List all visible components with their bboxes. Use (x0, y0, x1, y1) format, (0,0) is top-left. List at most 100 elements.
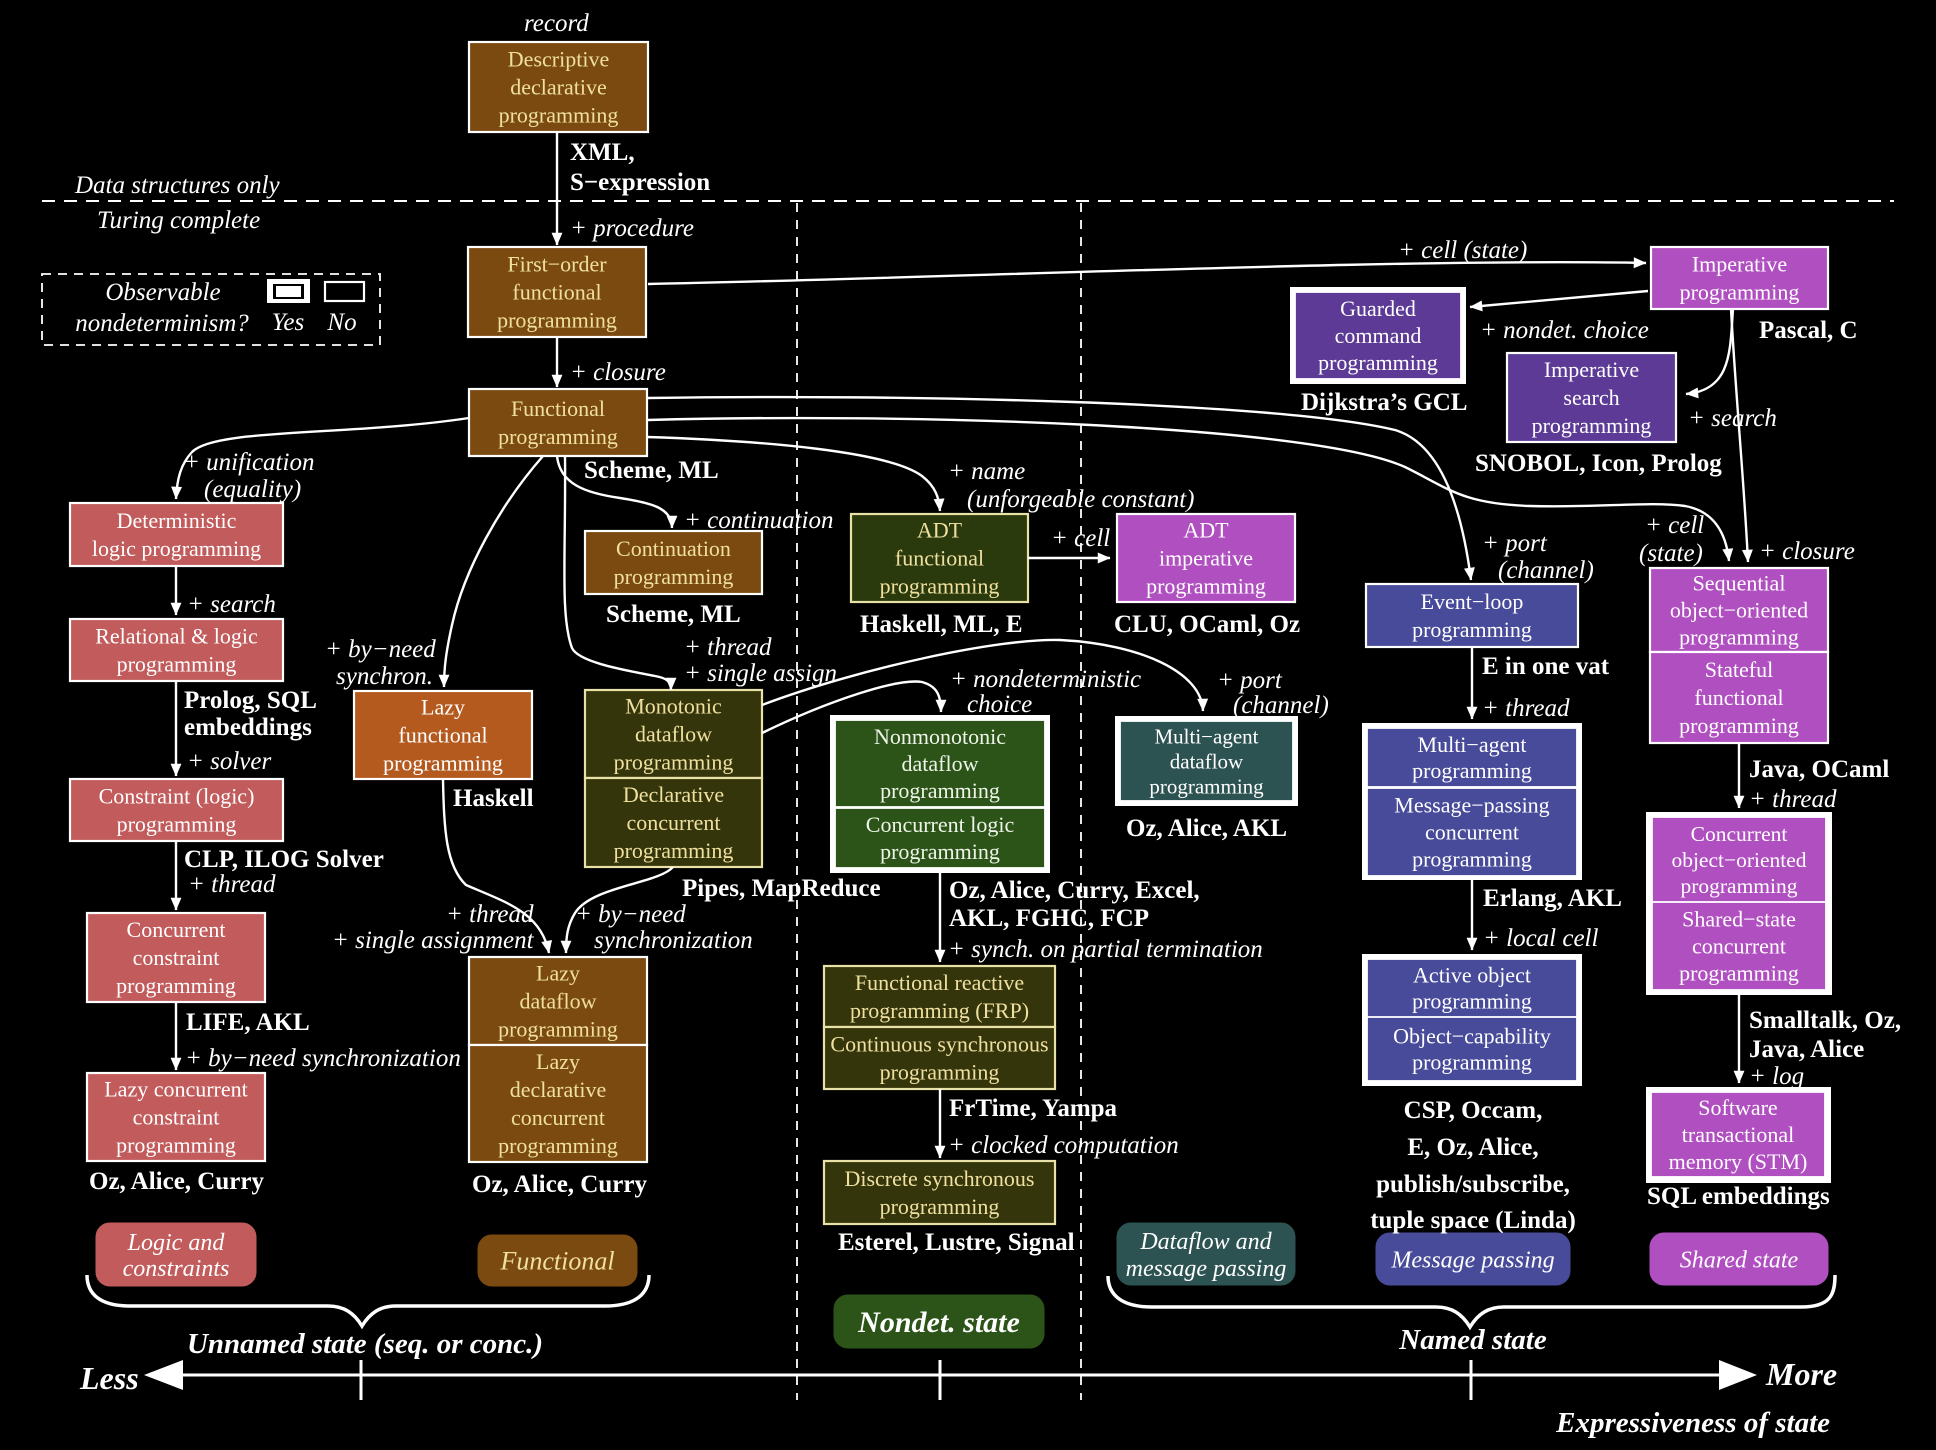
svg-text:+ cell: + cell (1645, 512, 1704, 539)
svg-text:(equality): (equality) (204, 476, 301, 503)
svg-text:No: No (326, 309, 356, 336)
svg-text:+ closure: + closure (570, 359, 666, 386)
svg-text:CLP, ILOG Solver: CLP, ILOG Solver (184, 846, 384, 873)
svg-text:tuple space (Linda): tuple space (Linda) (1370, 1207, 1576, 1234)
svg-text:FrTime, Yampa: FrTime, Yampa (949, 1095, 1118, 1122)
svg-text:(channel): (channel) (1233, 692, 1329, 719)
svg-text:E in one vat: E in one vat (1482, 653, 1610, 680)
svg-text:Turing complete: Turing complete (97, 207, 260, 234)
svg-text:Dijkstra’s GCL: Dijkstra’s GCL (1301, 389, 1467, 416)
svg-text:Java, Alice: Java, Alice (1749, 1036, 1864, 1063)
svg-text:Data structures only: Data structures only (74, 172, 281, 199)
svg-text:embeddings: embeddings (184, 714, 312, 741)
svg-text:SNOBOL, Icon, Prolog: SNOBOL, Icon, Prolog (1475, 450, 1722, 477)
svg-text:Pascal, C: Pascal, C (1759, 317, 1858, 344)
svg-text:Less: Less (79, 1360, 139, 1396)
svg-text:Scheme, ML: Scheme, ML (584, 457, 719, 484)
svg-text:(unforgeable constant): (unforgeable constant) (967, 486, 1195, 513)
svg-text:SQL embeddings: SQL embeddings (1647, 1183, 1830, 1210)
svg-text:+ single assign: + single assign (684, 660, 837, 687)
svg-text:Functional: Functional (499, 1247, 614, 1276)
svg-text:+ by−need: + by−need (575, 901, 686, 928)
svg-text:+ synch. on partial terminatio: + synch. on partial termination (948, 936, 1263, 963)
svg-text:+ by−need synchronization: + by−need synchronization (185, 1045, 461, 1072)
svg-text:+ unification: + unification (183, 449, 314, 476)
svg-text:Nondet. state: Nondet. state (857, 1306, 1020, 1339)
svg-text:+ cell (state): + cell (state) (1398, 237, 1527, 264)
svg-text:Constraint (logic)programming: Constraint (logic)programming (99, 784, 255, 837)
svg-text:Pipes, MapReduce: Pipes, MapReduce (682, 875, 881, 902)
svg-text:Shared state: Shared state (1680, 1247, 1799, 1273)
svg-text:Haskell, ML, E: Haskell, ML, E (860, 611, 1023, 638)
svg-text:XML,: XML, (570, 139, 635, 166)
svg-text:Prolog, SQL: Prolog, SQL (184, 687, 317, 714)
svg-text:Scheme, ML: Scheme, ML (606, 601, 741, 628)
svg-text:+ solver: + solver (187, 748, 271, 775)
svg-text:Yes: Yes (272, 309, 304, 336)
svg-text:S−expression: S−expression (570, 169, 710, 196)
svg-text:+ clocked computation: + clocked computation (948, 1132, 1179, 1159)
svg-text:+ search: + search (1688, 405, 1777, 432)
svg-text:+ local cell: + local cell (1483, 925, 1598, 952)
svg-text:Haskell: Haskell (453, 785, 534, 812)
svg-text:Oz, Alice, Curry, Excel,: Oz, Alice, Curry, Excel, (949, 877, 1200, 904)
svg-text:Esterel, Lustre, Signal: Esterel, Lustre, Signal (838, 1229, 1075, 1256)
svg-text:Expressiveness of state: Expressiveness of state (1555, 1407, 1830, 1439)
svg-text:+ cell: + cell (1051, 525, 1110, 552)
svg-text:CSP, Occam,: CSP, Occam, (1404, 1097, 1543, 1124)
svg-text:synchron.: synchron. (336, 663, 433, 690)
svg-text:choice: choice (967, 691, 1032, 718)
svg-text:Oz, Alice, Curry: Oz, Alice, Curry (89, 1168, 264, 1195)
svg-text:record: record (524, 10, 589, 37)
svg-text:+ name: + name (948, 458, 1025, 485)
svg-text:+ thread: + thread (1482, 695, 1570, 722)
svg-text:LIFE, AKL: LIFE, AKL (186, 1009, 310, 1036)
svg-text:Java, OCaml: Java, OCaml (1749, 756, 1889, 783)
svg-text:synchronization: synchronization (594, 927, 753, 954)
svg-text:+ port: + port (1217, 667, 1283, 694)
svg-text:+ thread: + thread (188, 871, 276, 898)
svg-text:+ port: + port (1482, 530, 1548, 557)
svg-text:+ search: + search (187, 591, 276, 618)
svg-text:E, Oz, Alice,: E, Oz, Alice, (1407, 1134, 1538, 1161)
svg-text:Observable: Observable (105, 279, 220, 306)
svg-text:+ log: + log (1749, 1063, 1804, 1090)
svg-text:More: More (1765, 1356, 1837, 1392)
svg-text:+ continuation: + continuation (684, 507, 834, 534)
svg-text:nondeterminism?: nondeterminism? (75, 310, 249, 337)
svg-text:+ nondeterministic: + nondeterministic (950, 666, 1141, 693)
svg-text:Message passing: Message passing (1390, 1247, 1554, 1273)
svg-text:publish/subscribe,: publish/subscribe, (1376, 1171, 1570, 1198)
svg-text:CLU, OCaml, Oz: CLU, OCaml, Oz (1114, 611, 1300, 638)
svg-text:+ thread: + thread (1749, 786, 1837, 813)
svg-text:Oz, Alice, Curry: Oz, Alice, Curry (472, 1171, 647, 1198)
svg-text:+ thread: + thread (684, 634, 772, 661)
